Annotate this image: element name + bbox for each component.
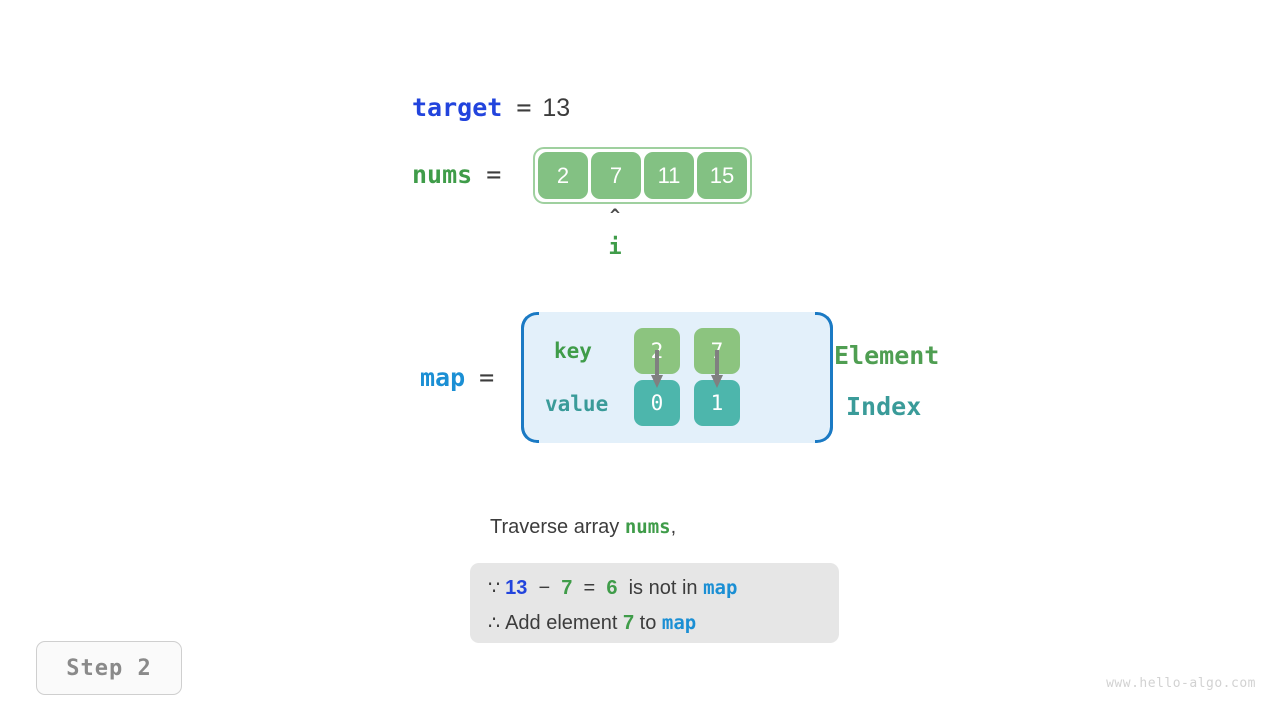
map-value-cell: 1 bbox=[694, 380, 740, 426]
caret-up-icon: ^ bbox=[609, 206, 621, 226]
index-annotation-label: Index bbox=[846, 392, 922, 421]
map-key-row-label: key bbox=[554, 339, 592, 363]
explain-line1-tail: is not in bbox=[628, 577, 704, 599]
element-annotation-label: Element bbox=[834, 341, 940, 370]
map-entry: 2 0 bbox=[634, 328, 680, 426]
map-value-row-label: value bbox=[545, 392, 609, 416]
nums-equals-sign: = bbox=[486, 160, 502, 189]
explain-map-keyword: map bbox=[703, 577, 738, 599]
explanation-box: ∵13 − 7 = 6 is not in map ∴Add element 7… bbox=[470, 563, 839, 643]
equals-sign: = bbox=[583, 577, 596, 599]
therefore-symbol: ∴ bbox=[488, 613, 501, 634]
target-equals-sign: = bbox=[516, 93, 532, 122]
explain-line2-prefix: Add element bbox=[505, 612, 623, 634]
array-cell: 15 bbox=[697, 152, 747, 199]
map-key-cell: 2 bbox=[634, 328, 680, 374]
caption-text: Traverse array nums, bbox=[490, 516, 676, 539]
explain-target-value: 13 bbox=[505, 577, 528, 599]
pointer-variable-label: i bbox=[608, 235, 622, 260]
map-key-cell: 7 bbox=[694, 328, 740, 374]
step-badge-label: Step 2 bbox=[66, 655, 152, 681]
caption-prefix: Traverse array bbox=[490, 516, 625, 538]
target-value: 13 bbox=[542, 94, 571, 122]
array-cell: 11 bbox=[644, 152, 694, 199]
watermark: www.hello-algo.com bbox=[1106, 676, 1256, 691]
explain-complement-value: 6 bbox=[606, 577, 618, 599]
explanation-line-1: ∵13 − 7 = 6 is not in map bbox=[488, 571, 839, 606]
nums-row: nums = bbox=[412, 160, 512, 189]
caption-keyword-nums: nums bbox=[624, 516, 671, 538]
nums-array-container: 2 7 11 15 bbox=[533, 147, 752, 204]
map-label: map bbox=[420, 363, 466, 392]
target-row: target = 13 bbox=[412, 93, 570, 123]
caption-suffix: , bbox=[670, 516, 677, 538]
because-symbol: ∵ bbox=[488, 578, 501, 599]
step-badge: Step 2 bbox=[36, 641, 182, 695]
target-label: target bbox=[412, 93, 503, 122]
explain-current-value: 7 bbox=[561, 577, 573, 599]
minus-sign: − bbox=[538, 577, 551, 599]
explanation-line-2: ∴Add element 7 to map bbox=[488, 606, 839, 641]
map-row: map = bbox=[420, 363, 494, 392]
explain-map-keyword: map bbox=[661, 612, 697, 634]
array-cell: 2 bbox=[538, 152, 588, 199]
map-entry: 7 1 bbox=[694, 328, 740, 426]
map-equals-sign: = bbox=[479, 363, 495, 392]
nums-label: nums bbox=[412, 160, 473, 189]
explain-line2-mid: to bbox=[634, 612, 662, 634]
array-cell: 7 bbox=[591, 152, 641, 199]
explain-added-value: 7 bbox=[622, 612, 635, 634]
map-value-cell: 0 bbox=[634, 380, 680, 426]
index-pointer: ^ i bbox=[600, 206, 630, 261]
